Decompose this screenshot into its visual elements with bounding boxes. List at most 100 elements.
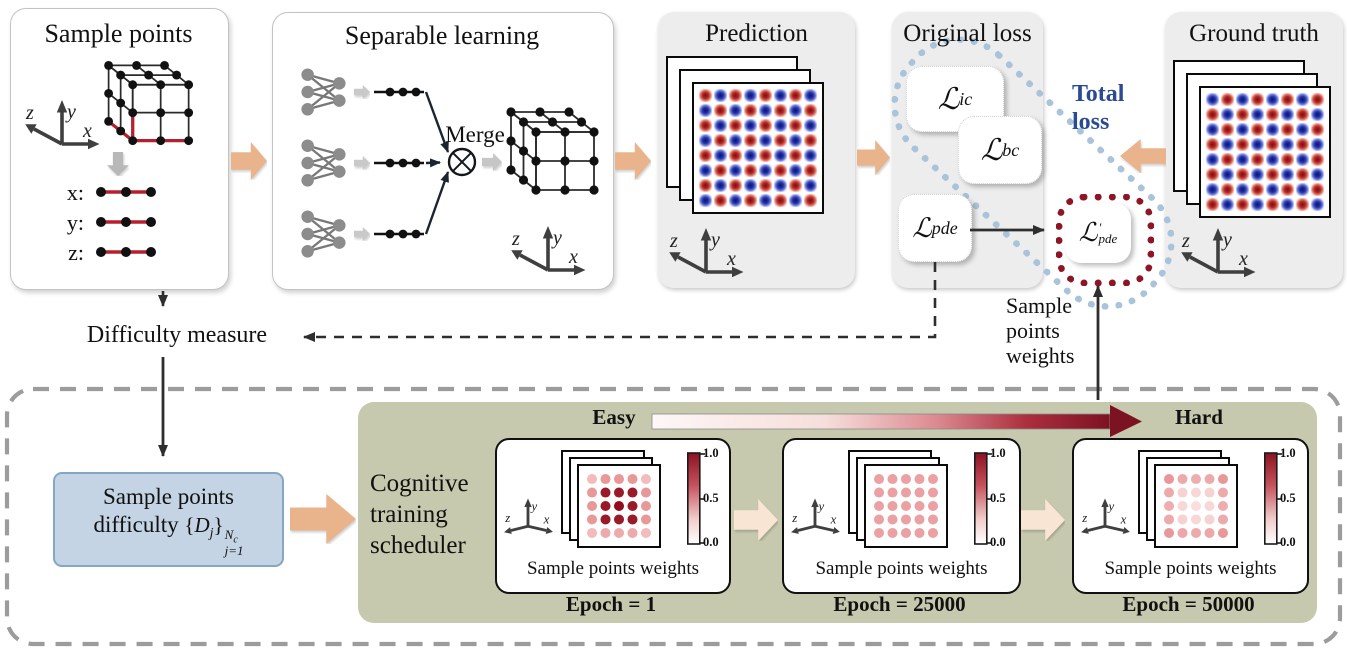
right-arrow-icon	[354, 227, 370, 241]
prediction-heatmap-stack	[666, 56, 828, 218]
neural-net-icon	[296, 210, 350, 258]
xyz-axes-icon: z y x	[788, 496, 842, 538]
weights-panel-epoch50000: z y x 1.0 0.5 0.0 Sample points weights	[1072, 438, 1309, 594]
sample-row-x-icon	[94, 185, 158, 199]
neural-net-icon	[296, 68, 350, 116]
total-loss-label: Total loss	[1072, 81, 1125, 135]
sample-cube-icon	[98, 48, 206, 160]
svg-text:y: y	[551, 227, 562, 249]
panel-caption: Sample points weights	[1104, 558, 1277, 579]
svg-text:x: x	[1238, 248, 1248, 270]
colorbar-tick-label: 0.5	[703, 491, 719, 505]
easy-label: Easy	[592, 405, 636, 429]
row-label-x: x:	[66, 180, 84, 205]
svg-text:y: y	[65, 101, 76, 123]
svg-text:z: z	[504, 511, 510, 525]
down-arrow-icon	[107, 152, 129, 176]
loss-wpde-symbol: ℒ	[1078, 218, 1098, 247]
weights-map	[864, 464, 948, 548]
merged-cube-icon	[500, 96, 612, 208]
loss-wpde-sub: pde	[1098, 231, 1118, 246]
sample-row-z-icon	[94, 245, 158, 259]
difficulty-measure-label: Difficulty measure	[86, 322, 268, 348]
pale-flow-arrow-icon	[1021, 499, 1065, 541]
loss-weighted-pde: ℒ′pde	[1065, 203, 1131, 263]
colorbar-tick-label: 0.0	[1280, 535, 1296, 549]
svg-text:x: x	[726, 248, 736, 270]
scheduler-label: Cognitive training scheduler	[370, 470, 469, 559]
xyz-axes-icon: z y x	[1078, 496, 1132, 538]
feature-row-icon	[374, 85, 426, 99]
merge-label: Merge	[445, 122, 505, 147]
prediction-title: Prediction	[705, 20, 808, 47]
loss-pde-symbol: ℒ	[912, 212, 932, 243]
svg-text:x: x	[82, 120, 92, 142]
stack-layer-front	[1199, 86, 1331, 218]
weights-panel-epoch25000: z y x 1.0 0.5 0.0 Sample points weights	[782, 438, 1021, 594]
loss-ic-sub: ic	[959, 88, 973, 109]
original-loss-title: Original loss	[903, 20, 1032, 47]
colorbar-tick-label: 1.0	[1280, 446, 1296, 460]
feature-row-icon	[374, 227, 426, 241]
weights-map	[1154, 464, 1238, 548]
flow-arrow-icon	[290, 494, 356, 544]
weighted-loss-ring	[1056, 194, 1154, 286]
flow-arrow-icon	[1120, 139, 1166, 173]
right-arrow-icon	[354, 85, 370, 99]
epoch-label-1: Epoch = 1	[565, 592, 657, 616]
sample-points-weights-note: Sample points weights	[1006, 293, 1075, 368]
ground-truth-title: Ground truth	[1189, 20, 1319, 47]
xyz-axes-icon: z y x	[501, 496, 555, 538]
svg-text:y: y	[709, 229, 720, 251]
flow-arrow-icon	[857, 140, 890, 175]
svg-text:z: z	[25, 102, 34, 124]
svg-text:z: z	[1081, 511, 1087, 525]
colorbar-tick-label: 1.0	[990, 446, 1006, 460]
right-arrow-icon	[482, 153, 502, 171]
sample-points-title: Sample points	[44, 19, 193, 48]
pale-flow-arrow-icon	[734, 499, 778, 541]
colorbar-tick-label: 0.0	[703, 535, 719, 549]
svg-text:z: z	[791, 511, 797, 525]
flow-arrow-icon	[615, 142, 651, 180]
svg-text:x: x	[830, 512, 837, 526]
weights-map	[577, 464, 661, 548]
svg-text:z: z	[669, 230, 678, 252]
colorbar-tick-label: 0.0	[990, 535, 1006, 549]
svg-text:x: x	[1120, 512, 1127, 526]
svg-text:x: x	[543, 512, 550, 526]
colorbar-tick-label: 0.5	[990, 491, 1006, 505]
stack-layer-front	[692, 82, 824, 214]
panel-caption: Sample points weights	[526, 558, 700, 579]
colorbar-tick-label: 1.0	[703, 446, 719, 460]
row-label-z: z:	[68, 240, 84, 265]
hard-label: Hard	[1175, 405, 1223, 429]
weights-panel-epoch1: z y x 1.0 0.5 0.0 Sample points weights	[495, 438, 731, 594]
feature-row-icon	[374, 156, 426, 170]
epoch-label-3: Epoch = 50000	[1122, 592, 1255, 616]
row-label-y: y:	[66, 210, 84, 235]
flow-arrow-icon	[231, 142, 267, 180]
svg-text:x: x	[568, 246, 578, 268]
separable-learning-title: Separable learning	[344, 21, 540, 50]
svg-text:y: y	[1221, 229, 1232, 251]
difficulty-box-line1: Sample points	[103, 483, 234, 509]
sample-row-y-icon	[94, 215, 158, 229]
sample-points-box	[10, 8, 229, 290]
panel-caption: Sample points weights	[815, 558, 988, 579]
svg-text:z: z	[511, 228, 520, 250]
loss-pde-sub: pde	[931, 217, 958, 238]
loss-bc-symbol: ℒ	[980, 133, 1003, 167]
loss-ic-symbol: ℒ	[937, 82, 960, 116]
loss-bc-sub: bc	[1002, 139, 1020, 160]
loss-wpde-prime: ′	[1098, 220, 1102, 235]
